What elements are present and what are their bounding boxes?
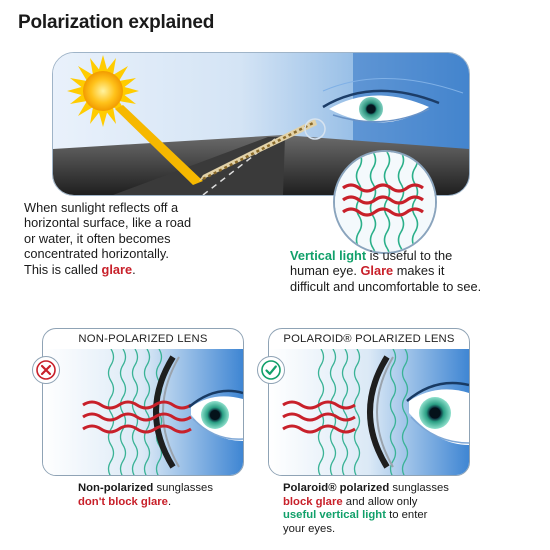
checkmark-icon [257, 356, 285, 384]
intro-line-1: When sunlight reflects off a [24, 200, 179, 215]
non-polarized-caption: Non-polarized sunglasses don't block gla… [78, 482, 298, 509]
polarized-caption: Polaroid® polarized sunglasses block gla… [283, 482, 503, 536]
non-polarized-caption-line-2: don't block glare. [78, 496, 298, 510]
non-polarized-caption-line-1: Non-polarized sunglasses [78, 482, 298, 496]
x-mark-icon [32, 356, 60, 384]
glare-term-2: Glare [360, 263, 394, 279]
non-polarized-lens-panel: NON-POLARIZED LENS [42, 328, 244, 476]
intro-line-3: or water, it often becomes [24, 230, 171, 246]
polarized-lens-panel: POLAROID® POLARIZED LENS [268, 328, 470, 476]
polarized-caption-mid: and allow only [342, 495, 418, 508]
vertical-line-2: human eye. Glare makes it [290, 263, 540, 278]
non-polarized-caption-rest: sunglasses [153, 482, 213, 494]
non-polarized-illustration [43, 348, 243, 475]
intro-line-5-prefix: This is called [24, 261, 102, 277]
vertical-line-1: Vertical light is useful to the [290, 248, 540, 263]
vertical-line-1-rest: is useful to the [366, 248, 453, 263]
vertical-light-term: Vertical light [290, 248, 367, 263]
non-polarized-term: Non-polarized [78, 482, 154, 494]
glare-explanation-text: When sunlight reflects off a horizontal … [24, 200, 254, 277]
polarized-caption-line-3: useful vertical light to enter [283, 509, 503, 523]
intro-line-5: This is called glare. [24, 262, 254, 277]
polarized-term: Polaroid® polarized [283, 482, 390, 494]
polarized-heading: POLAROID® POLARIZED LENS [283, 333, 455, 345]
vertical-line-2-suffix: makes it [393, 263, 445, 279]
intro-line-4: concentrated horizontally. [24, 246, 169, 262]
polarized-caption-last: your eyes. [283, 522, 336, 535]
polarized-caption-rest: sunglasses [389, 482, 449, 494]
vertical-line-2-prefix: human eye. [290, 263, 361, 279]
vertical-light-explanation-text: Vertical light is useful to the human ey… [290, 248, 540, 294]
useful-vertical-light-term: useful vertical light [283, 509, 386, 521]
polarized-caption-line-1: Polaroid® polarized sunglasses [283, 482, 503, 496]
polarized-illustration [269, 348, 469, 475]
polarized-caption-tail: to enter [385, 509, 428, 521]
dont-block-glare-term: don't block glare [78, 495, 168, 508]
vertical-line-3: difficult and uncomfortable to see. [290, 278, 482, 294]
non-polarized-caption-end: . [167, 495, 172, 508]
non-polarized-heading: NON-POLARIZED LENS [78, 333, 208, 345]
block-glare-term: block glare [283, 495, 343, 508]
intro-line-5-suffix: . [132, 261, 136, 277]
intro-line-2: horizontal surface, like a road [24, 215, 192, 231]
light-wave-zoom-callout [333, 150, 437, 254]
page-title: Polarization explained [18, 12, 215, 33]
polarized-caption-line-2: block glare and allow only [283, 496, 503, 510]
glare-term: glare [101, 261, 133, 277]
